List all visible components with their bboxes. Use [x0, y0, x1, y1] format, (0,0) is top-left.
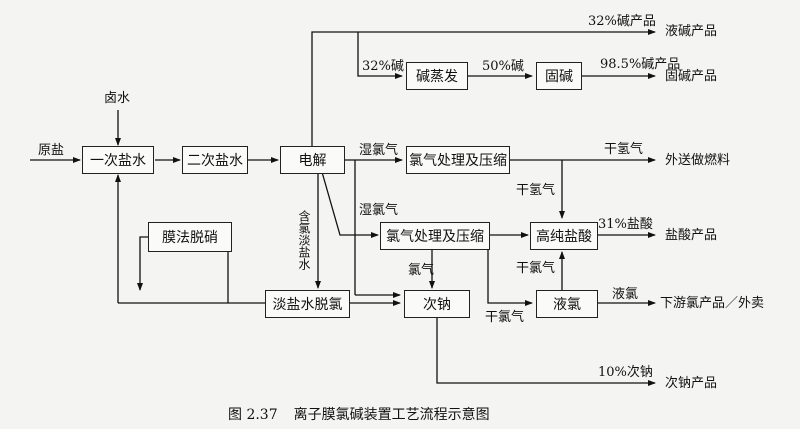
dry-hydrogen-label: 干氢气 — [604, 142, 644, 157]
membrane-denitration-box: 膜法脱硝 — [148, 222, 232, 252]
solid-lye-output: 固碱产品 — [665, 69, 718, 84]
figure-number: 图 2.37 — [228, 407, 278, 423]
chlorine-treatment-box-upper: 氯气处理及压缩 — [406, 146, 510, 174]
hcl-31-label: 31%盐酸 — [598, 217, 653, 232]
wet-chlorine-label-2: 湿氯气 — [359, 203, 399, 218]
hypochlorite-output: 次钠产品 — [665, 376, 718, 391]
chlorine-products-output: 下游氯产品／外卖 — [660, 296, 765, 311]
lye-985-label: 98.5%碱产品 — [600, 57, 681, 72]
hypochlorite-10-label: 10%次钠 — [598, 365, 653, 380]
dry-chlorine-label-2: 干氯气 — [485, 310, 525, 325]
liquid-chlorine-box: 液氯 — [536, 290, 598, 318]
dry-chlorine-label: 干氯气 — [516, 261, 556, 276]
liquid-lye-output: 液碱产品 — [665, 24, 718, 39]
salt-input-label: 原盐 — [38, 143, 65, 158]
lye-evaporation-box: 碱蒸发 — [406, 62, 468, 90]
dry-hydrogen-label-2: 干氢气 — [516, 183, 556, 198]
wet-chlorine-label: 湿氯气 — [359, 143, 399, 158]
solid-lye-box: 固碱 — [536, 62, 582, 90]
dilute-brine-label: 含氯淡盐水 — [297, 210, 311, 270]
hcl-output: 盐酸产品 — [665, 228, 718, 243]
lye-32-product-label: 32%碱产品 — [588, 14, 656, 29]
electrolysis-box: 电解 — [280, 146, 345, 174]
lye-32-label: 32%碱 — [362, 59, 404, 74]
liquid-chlorine-label: 液氯 — [612, 287, 639, 302]
hypochlorite-box: 次钠 — [404, 290, 470, 318]
hcl-synthesis-box: 高纯盐酸 — [530, 222, 598, 250]
figure-caption: 图 2.37 离子膜氯碱装置工艺流程示意图 — [228, 404, 506, 424]
brine-input-label: 卤水 — [104, 91, 131, 106]
figure-title: 离子膜氯碱装置工艺流程示意图 — [293, 407, 490, 423]
lye-50-label: 50%碱 — [482, 59, 524, 74]
primary-brine-box: 一次盐水 — [82, 146, 154, 174]
secondary-brine-box: 二次盐水 — [182, 146, 248, 174]
dechlorination-box: 淡盐水脱氯 — [265, 290, 350, 318]
chlorine-treatment-box-lower: 氯气处理及压缩 — [380, 222, 490, 250]
fuel-output: 外送做燃料 — [665, 153, 731, 168]
chlorine-label: 氯气 — [408, 263, 435, 278]
